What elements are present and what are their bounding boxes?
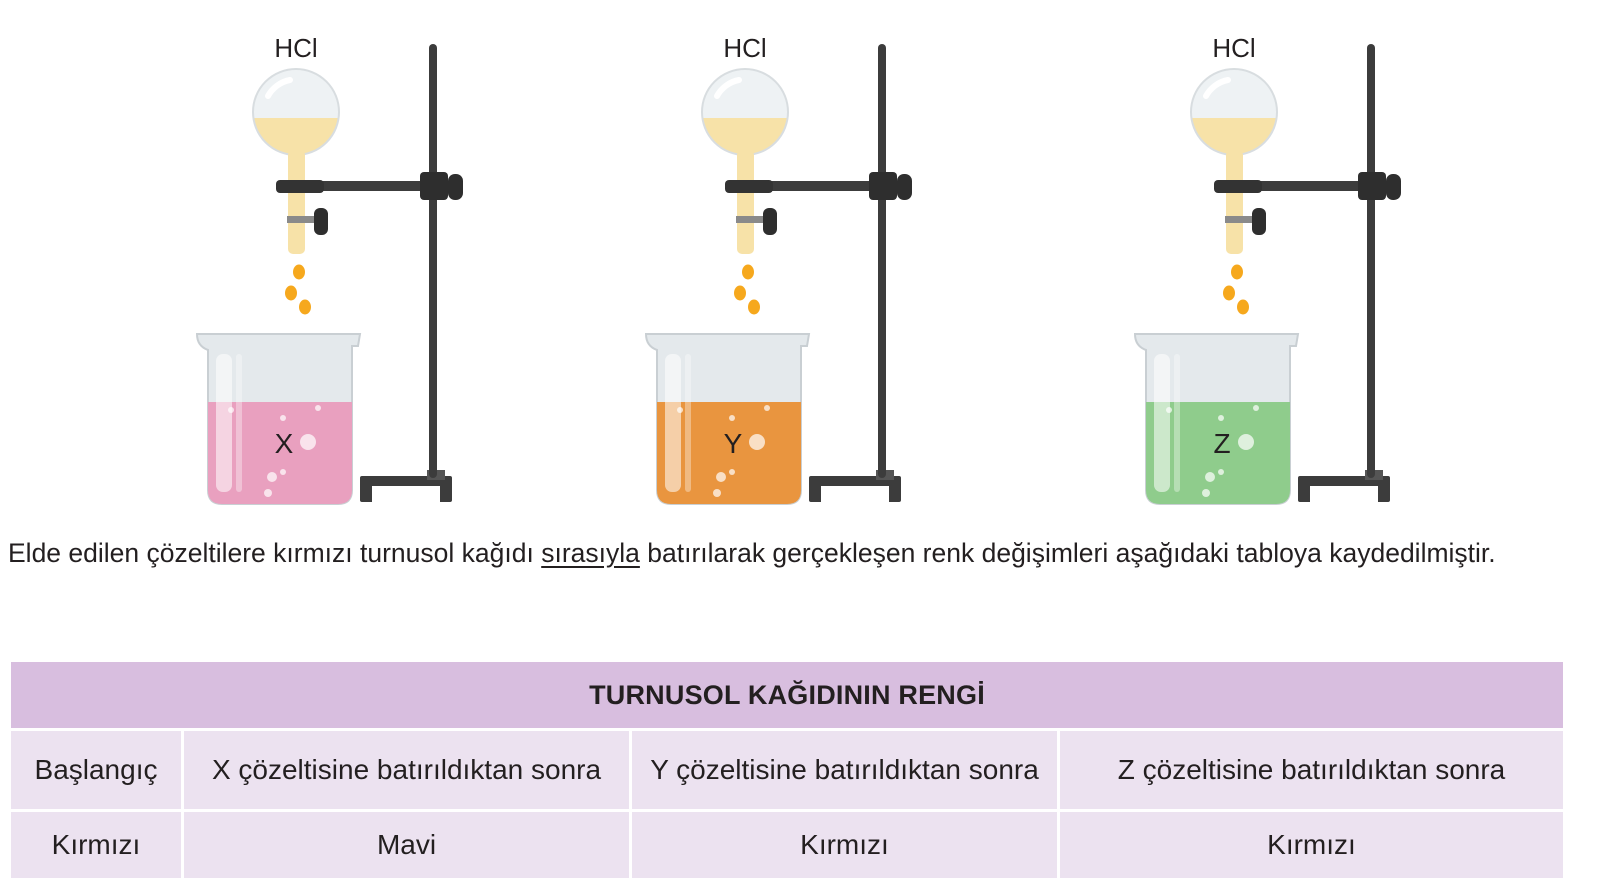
acid-drop [285, 285, 297, 301]
paragraph-text-start: Elde edilen çözeltilere kırmızı turnusol… [8, 538, 542, 568]
solution-label: Z [1213, 428, 1230, 459]
stopcock [1225, 216, 1255, 223]
bubble [300, 434, 316, 450]
bubble [315, 405, 321, 411]
clamp-arm [1216, 181, 1376, 191]
funnel-clamp [1214, 180, 1262, 193]
bubble [267, 472, 277, 482]
funnel-clamp [276, 180, 324, 193]
stand-rod [878, 44, 886, 478]
column-header-y: Y çözeltisine batırıldıktan sonra [632, 731, 1057, 809]
value-y: Kırmızı [632, 812, 1057, 878]
stopcock-handle [1252, 208, 1266, 235]
funnel-stem [737, 150, 754, 254]
description-paragraph: Elde edilen çözeltilere kırmızı turnusol… [8, 532, 1606, 574]
bubble [1218, 415, 1224, 421]
boss-head [420, 172, 448, 200]
solution-label: Y [724, 428, 743, 459]
bubble [1205, 472, 1215, 482]
stopcock [287, 216, 317, 223]
bubble [1166, 407, 1172, 413]
acid-drop [748, 299, 760, 315]
clamp-screw [1386, 174, 1401, 200]
acid-drop [1231, 264, 1243, 280]
acid-drop [1223, 285, 1235, 301]
clamp-arm [727, 181, 887, 191]
acid-drop [293, 264, 305, 280]
paragraph-text-end: batırılarak gerçekleşen renk değişimleri… [639, 538, 1496, 568]
acid-drop [299, 299, 311, 315]
stopcock-handle [763, 208, 777, 235]
reagent-label: HCl [274, 33, 317, 63]
bubble [228, 407, 234, 413]
bubble [713, 489, 721, 497]
funnel-stem [288, 150, 305, 254]
reagent-label: HCl [723, 33, 766, 63]
acid-drop [742, 264, 754, 280]
beaker-liquid [657, 402, 801, 504]
litmus-color-table: TURNUSOL KAĞIDININ RENGİ Başlangıç X çöz… [8, 659, 1566, 881]
value-z: Kırmızı [1060, 812, 1563, 878]
solution-label: X [275, 428, 294, 459]
stand-rod [429, 44, 437, 478]
stand-rod [1367, 44, 1375, 478]
bubble [677, 407, 683, 413]
beaker-liquid [1146, 402, 1290, 504]
bubble [1202, 489, 1210, 497]
bubble [729, 469, 735, 475]
acid-drop [1237, 299, 1249, 315]
bubble [729, 415, 735, 421]
bubble [1238, 434, 1254, 450]
funnel-stem [1226, 150, 1243, 254]
reagent-label: HCl [1212, 33, 1255, 63]
clamp-arm [278, 181, 438, 191]
bubble [1253, 405, 1259, 411]
bubble [716, 472, 726, 482]
underlined-word: sırasıyla [541, 538, 640, 568]
clamp-screw [897, 174, 912, 200]
bubble [264, 489, 272, 497]
value-x: Mavi [184, 812, 629, 878]
boss-head [1358, 172, 1386, 200]
column-header-z: Z çözeltisine batırıldıktan sonra [1060, 731, 1563, 809]
bubble [280, 415, 286, 421]
stopcock [736, 216, 766, 223]
bubble [764, 405, 770, 411]
boss-head [869, 172, 897, 200]
value-initial: Kırmızı [11, 812, 181, 878]
stopcock-handle [314, 208, 328, 235]
funnel-clamp [725, 180, 773, 193]
beaker-liquid [208, 402, 352, 504]
bubble [280, 469, 286, 475]
column-header-x: X çözeltisine batırıldıktan sonra [184, 731, 629, 809]
bubble [1218, 469, 1224, 475]
bubble [749, 434, 765, 450]
clamp-screw [448, 174, 463, 200]
column-header-initial: Başlangıç [11, 731, 181, 809]
acid-drop [734, 285, 746, 301]
table-title: TURNUSOL KAĞIDININ RENGİ [11, 662, 1563, 728]
